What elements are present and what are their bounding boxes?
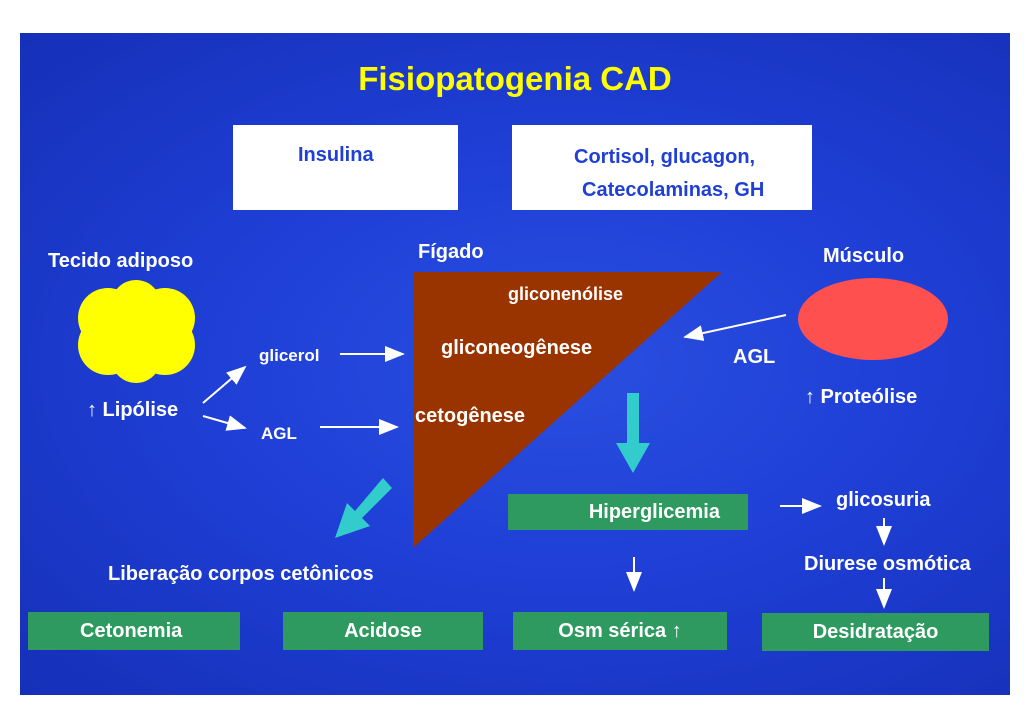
dehydration-box: Desidratação (762, 613, 989, 651)
insulin-box (233, 125, 458, 210)
ketogenesis-label: cetogênese (415, 405, 526, 427)
counter-hormones-box (512, 125, 812, 210)
liver-label: Fígado (418, 241, 484, 263)
adipose-tissue-shape (78, 280, 195, 383)
agl-muscle-label: AGL (733, 346, 776, 368)
counter-hormones-line1: Cortisol, glucagon, (574, 146, 756, 168)
lipolysis-to-glycerol-arrow (202, 365, 247, 404)
page-title: Fisiopatogenia CAD (358, 60, 672, 97)
muscle-ellipse (798, 278, 948, 360)
insulin-label: Insulina (298, 144, 374, 166)
muscle-label: Músculo (823, 245, 905, 267)
proteolysis-label: ↑ Proteólise (805, 386, 918, 408)
glycogenolysis-label: gliconenólise (508, 284, 624, 304)
glycosuria-label: glicosuria (836, 489, 931, 511)
lipolysis-label: ↑ Lipólise (87, 399, 179, 421)
acidosis-box: Acidose (283, 612, 483, 650)
counter-hormones-line2: Catecolaminas, GH (582, 179, 765, 201)
agl-adipose-label: AGL (261, 424, 297, 443)
gluconeogenesis-label: gliconeogênese (441, 337, 593, 359)
agl-muscle-arrow (683, 314, 787, 341)
osmotic-diuresis-label: Diurese osmótica (804, 553, 971, 575)
serum-osm-box: Osm sérica ↑ (513, 612, 727, 650)
ketone-release-label: Liberação corpos cetônicos (108, 563, 374, 585)
glycerol-label: glicerol (259, 346, 320, 365)
adipose-label: Tecido adiposo (48, 250, 194, 272)
hyperglycemia-down-arrow (616, 393, 650, 473)
ketonemia-box: Cetonemia (28, 612, 240, 650)
lipolysis-to-agl-arrow (202, 415, 247, 431)
liver-triangle (413, 272, 722, 548)
hyperglycemia-box: Hiperglicemia (508, 494, 748, 530)
ketone-release-arrow (335, 478, 392, 538)
